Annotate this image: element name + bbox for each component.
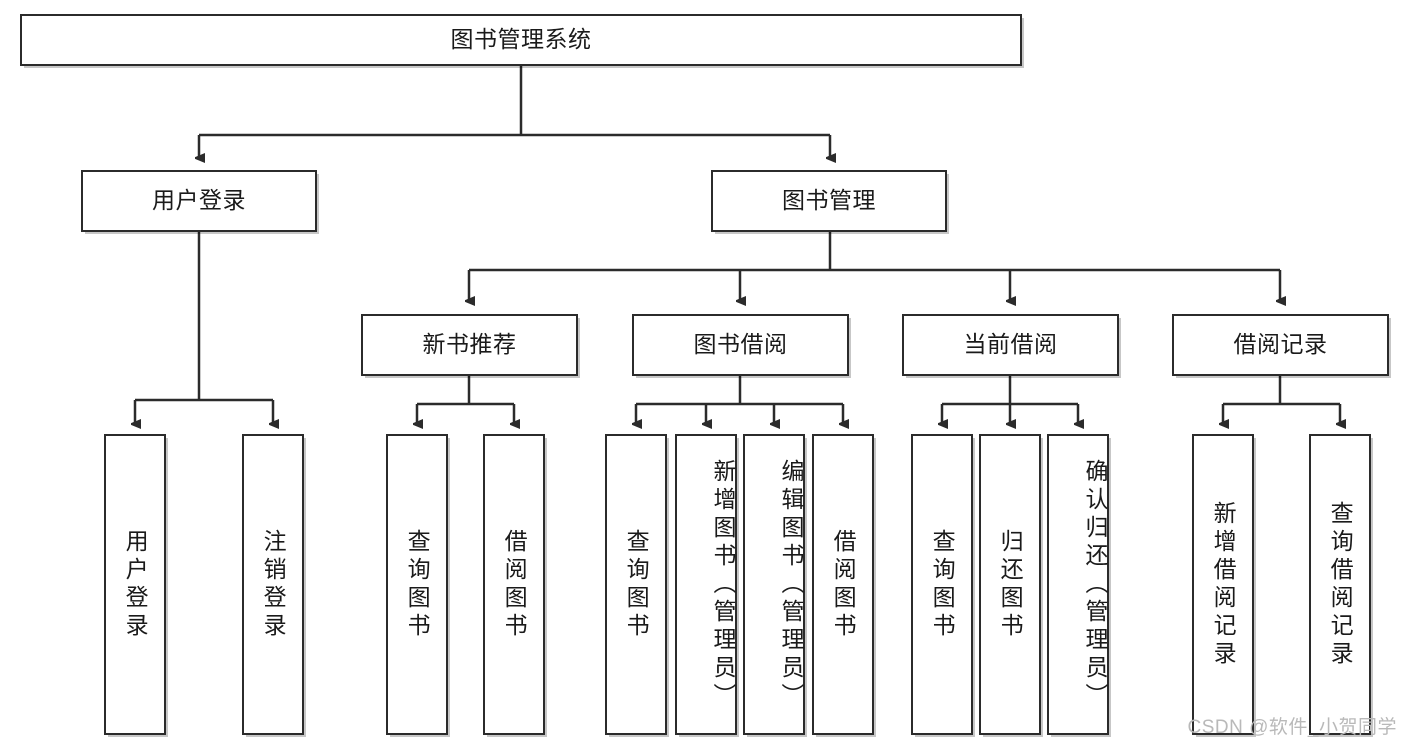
node-current-borrow-label: 当前借阅 bbox=[963, 331, 1058, 358]
node-leaf-query-book-2[interactable]: 查询图书 bbox=[605, 434, 667, 735]
node-root[interactable]: 图书管理系统 bbox=[20, 14, 1022, 66]
node-leaf-logout-login-label: 注销登录 bbox=[260, 528, 287, 641]
node-leaf-logout-login[interactable]: 注销登录 bbox=[242, 434, 304, 735]
node-book-borrow-label: 图书借阅 bbox=[693, 331, 788, 358]
node-leaf-borrow-book-1-label: 借阅图书 bbox=[501, 528, 528, 641]
node-new-book-recommend-label: 新书推荐 bbox=[422, 331, 517, 358]
node-leaf-return-book[interactable]: 归还图书 bbox=[979, 434, 1041, 735]
node-new-book-recommend[interactable]: 新书推荐 bbox=[361, 314, 578, 376]
node-leaf-borrow-book-2[interactable]: 借阅图书 bbox=[812, 434, 874, 735]
node-leaf-add-record-label: 新增借阅记录 bbox=[1210, 500, 1237, 669]
node-leaf-confirm-return-label: 确认归还（管理员） bbox=[1082, 458, 1108, 711]
node-leaf-edit-book-label: 编辑图书（管理员） bbox=[778, 458, 804, 711]
node-leaf-borrow-book-1[interactable]: 借阅图书 bbox=[483, 434, 545, 735]
node-leaf-query-record-label: 查询借阅记录 bbox=[1327, 500, 1354, 669]
node-leaf-query-book-1[interactable]: 查询图书 bbox=[386, 434, 448, 735]
node-book-manage[interactable]: 图书管理 bbox=[711, 170, 947, 232]
node-leaf-query-book-1-label: 查询图书 bbox=[404, 528, 431, 641]
node-leaf-query-book-2-label: 查询图书 bbox=[623, 528, 650, 641]
node-leaf-user-login[interactable]: 用户登录 bbox=[104, 434, 166, 735]
node-leaf-query-book-3-label: 查询图书 bbox=[929, 528, 956, 641]
node-root-label: 图书管理系统 bbox=[450, 26, 592, 53]
node-leaf-query-book-3[interactable]: 查询图书 bbox=[911, 434, 973, 735]
node-user-login-label: 用户登录 bbox=[152, 187, 246, 214]
node-book-borrow[interactable]: 图书借阅 bbox=[632, 314, 849, 376]
node-leaf-add-book[interactable]: 新增图书（管理员） bbox=[675, 434, 737, 735]
node-current-borrow[interactable]: 当前借阅 bbox=[902, 314, 1119, 376]
node-borrow-record[interactable]: 借阅记录 bbox=[1172, 314, 1389, 376]
node-book-manage-label: 图书管理 bbox=[782, 187, 876, 214]
node-leaf-query-record[interactable]: 查询借阅记录 bbox=[1309, 434, 1371, 735]
node-leaf-confirm-return[interactable]: 确认归还（管理员） bbox=[1047, 434, 1109, 735]
node-leaf-borrow-book-2-label: 借阅图书 bbox=[830, 528, 857, 641]
node-leaf-add-record[interactable]: 新增借阅记录 bbox=[1192, 434, 1254, 735]
watermark-text: CSDN @软件_小贺同学 bbox=[1187, 717, 1397, 738]
node-leaf-add-book-label: 新增图书（管理员） bbox=[710, 458, 736, 711]
node-leaf-return-book-label: 归还图书 bbox=[997, 528, 1024, 641]
node-borrow-record-label: 借阅记录 bbox=[1233, 331, 1328, 358]
node-user-login[interactable]: 用户登录 bbox=[81, 170, 317, 232]
node-leaf-edit-book[interactable]: 编辑图书（管理员） bbox=[743, 434, 805, 735]
node-leaf-user-login-label: 用户登录 bbox=[122, 528, 149, 641]
